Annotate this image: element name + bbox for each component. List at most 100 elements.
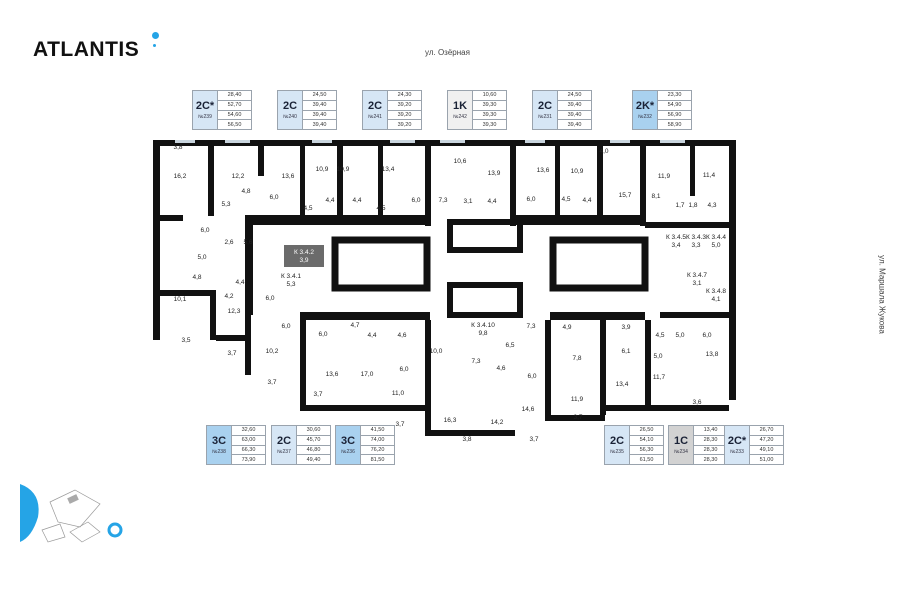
area-value: 66,30 xyxy=(232,446,265,456)
storeroom-area: 5,0 xyxy=(711,242,721,249)
room-area-label: 4,3 xyxy=(707,202,717,209)
storeroom-code: К 3.4.1 xyxy=(280,273,302,280)
area-value: 39,40 xyxy=(303,111,336,121)
area-value: 54,60 xyxy=(218,111,251,121)
apartment-type-cell: 2C №240 xyxy=(278,91,303,129)
room-area-label: 4,5 xyxy=(303,205,313,212)
area-value: 63,00 xyxy=(232,436,265,446)
compass-icon xyxy=(107,522,123,538)
apartment-number: №239 xyxy=(198,114,212,120)
area-value: 52,70 xyxy=(218,101,251,111)
area-value: 56,30 xyxy=(630,446,663,456)
apartment-type: 2C* xyxy=(727,435,747,447)
room-area-label: 4,5 xyxy=(561,196,571,203)
apartment-type-cell: 2K* №232 xyxy=(633,91,658,129)
storeroom-code: К 3.4.10 xyxy=(471,322,495,329)
area-value: 13,40 xyxy=(694,426,727,436)
apartment-type: 2K* xyxy=(635,100,655,112)
area-value: 56,90 xyxy=(658,111,691,121)
storeroom-area: 3,9 xyxy=(299,257,309,264)
storeroom-code: К 3.4.4 xyxy=(705,234,727,241)
apartment-number: №231 xyxy=(538,114,552,120)
room-area-label: 4,2 xyxy=(224,293,234,300)
area-value: 51,00 xyxy=(759,456,774,463)
room-area-label: 6,0 xyxy=(399,366,409,373)
apartment-number: №234 xyxy=(674,449,688,455)
apartment-type: 3C xyxy=(340,435,356,447)
area-value: 46,80 xyxy=(297,446,330,456)
area-value: 56,50 xyxy=(227,121,242,128)
apartment-number: №233 xyxy=(730,449,744,455)
area-value: 58,90 xyxy=(667,121,682,128)
area-value: 39,30 xyxy=(482,121,497,128)
apartment-number: №242 xyxy=(453,114,467,120)
area-value: 28,30 xyxy=(703,456,718,463)
room-area-label: 4,4 xyxy=(235,279,245,286)
apartment-type: 3C xyxy=(211,435,227,447)
apartment-number: №236 xyxy=(341,449,355,455)
room-area-label: 14,6 xyxy=(521,406,535,413)
area-value: 39,30 xyxy=(473,101,506,111)
room-area-label: 3,7 xyxy=(573,414,583,421)
room-area-label: 15,7 xyxy=(618,192,632,199)
area-value: 10,60 xyxy=(473,91,506,101)
apartment-type-cell: 2C №241 xyxy=(363,91,388,129)
room-area-label: 4,5 xyxy=(376,205,386,212)
apartment-type-cell: 2C №235 xyxy=(605,426,630,464)
area-value: 39,40 xyxy=(312,121,327,128)
storeroom-code: К 3.4.5 xyxy=(665,234,687,241)
room-area-label: 5,6 xyxy=(243,239,253,246)
room-area-label: 1,8 xyxy=(688,202,698,209)
room-area-label: 6,0 xyxy=(200,227,210,234)
room-area-label: 13,4 xyxy=(615,381,629,388)
storeroom-area: 3,4 xyxy=(671,242,681,249)
room-area-label: 5,0 xyxy=(675,332,685,339)
area-value: 23,30 xyxy=(658,91,691,101)
area-value: 47,20 xyxy=(750,436,783,446)
room-area-label: 5,3 xyxy=(221,201,231,208)
room-area-label: 4,6 xyxy=(397,332,407,339)
area-value: 45,70 xyxy=(297,436,330,446)
room-area-label: 10,2 xyxy=(265,348,279,355)
room-area-label: 3,1 xyxy=(463,198,473,205)
area-value: 49,10 xyxy=(750,446,783,456)
room-area-label: 11,0 xyxy=(391,390,405,397)
apartment-type-cell: 2C* №239 xyxy=(193,91,218,129)
room-area-label: 12,3 xyxy=(227,308,241,315)
room-area-label: 13,4 xyxy=(381,166,395,173)
room-area-label: 13,6 xyxy=(281,173,295,180)
room-area-label: 6,0 xyxy=(269,194,279,201)
apartment-type: 2C xyxy=(367,100,383,112)
room-area-label: 4,8 xyxy=(192,274,202,281)
room-area-label: 11,9 xyxy=(657,173,671,180)
room-area-label: 4,4 xyxy=(367,332,377,339)
apartment-type: 1K xyxy=(452,100,468,112)
storeroom-area: 4,1 xyxy=(711,296,721,303)
